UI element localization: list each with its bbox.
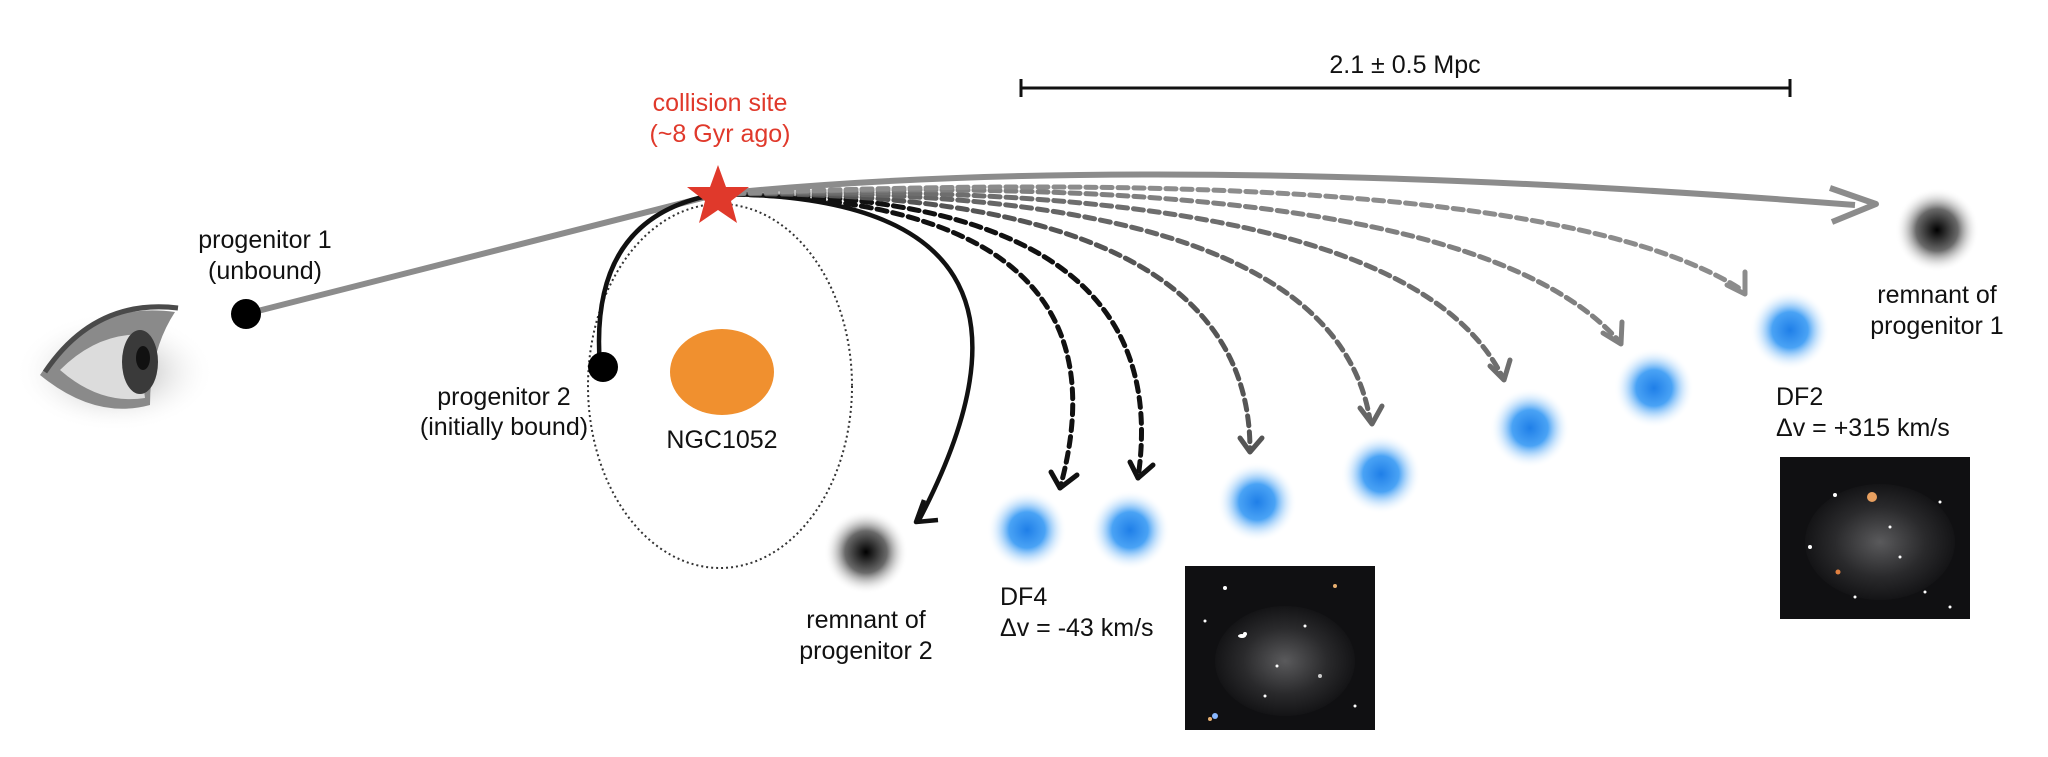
df4-velocity: Δv = -43 km/s <box>1000 614 1154 642</box>
host-galaxy-label: NGC1052 <box>666 426 778 454</box>
progenitor2-arrowhead <box>913 499 939 525</box>
progenitor1-arrowhead <box>1829 185 1879 225</box>
dwarf-df4 <box>987 490 1067 570</box>
trajectory-df4 <box>715 191 1076 491</box>
dwarf-6 <box>1614 348 1694 428</box>
df4-name: DF4 <box>1000 583 1048 611</box>
host-galaxy-ngc1052 <box>670 329 774 415</box>
trajectory-df2 <box>715 184 1745 293</box>
dwarf-5 <box>1490 388 1570 468</box>
collision-site-label: collision site <box>652 89 788 117</box>
dwarf-galaxies <box>987 290 1830 570</box>
scale-bar <box>1019 79 1792 97</box>
trajectory-5-arrowhead <box>1487 357 1513 383</box>
trajectory-4 <box>715 190 1373 423</box>
trajectory-2 <box>715 191 1144 481</box>
progenitor1-label: progenitor 1 <box>198 226 332 254</box>
trajectory-3 <box>715 191 1253 453</box>
dwarf-4 <box>1341 434 1421 514</box>
progenitor2-dot <box>588 352 618 382</box>
remnant1-label-line2: progenitor 1 <box>1870 312 2004 340</box>
eye-icon <box>15 304 215 432</box>
trajectory-3-arrowhead <box>1237 435 1265 455</box>
dwarf-df2 <box>1750 290 1830 370</box>
df2-image <box>1780 457 1970 619</box>
dwarf-3 <box>1217 462 1297 542</box>
progenitor1-track <box>245 171 1856 317</box>
trajectory-6-arrowhead <box>1600 319 1625 347</box>
remnant-progenitor1 <box>1895 188 1979 272</box>
progenitor1-status: (unbound) <box>208 257 322 285</box>
collision-star-icon <box>687 165 749 223</box>
remnant2-label-line1: remnant of <box>806 606 926 634</box>
collision-time-label: (~8 Gyr ago) <box>649 120 791 148</box>
trajectory-5 <box>715 189 1505 379</box>
remnant-progenitor2 <box>824 510 908 594</box>
scale-bar-label: 2.1 ± 0.5 Mpc <box>1329 51 1481 79</box>
bound-orbit-ellipse <box>587 203 853 569</box>
progenitor2-status: (initially bound) <box>419 413 589 441</box>
df2-name: DF2 <box>1776 383 1824 411</box>
trajectory-df2-arrowhead <box>1724 269 1748 297</box>
progenitor2-return-path <box>717 191 975 524</box>
trajectory-df4-arrowhead <box>1048 469 1080 491</box>
dwarf-2 <box>1090 490 1170 570</box>
progenitor2-path <box>596 191 719 367</box>
progenitor1-dot <box>231 299 261 329</box>
progenitor2-label: progenitor 2 <box>437 383 571 411</box>
trajectory-4-arrowhead <box>1357 403 1385 427</box>
dwarf-trajectories <box>715 184 1748 491</box>
df4-image <box>1185 566 1375 730</box>
remnant2-label-line2: progenitor 2 <box>799 637 933 665</box>
trajectory-2-arrowhead <box>1127 459 1156 481</box>
df2-velocity: Δv = +315 km/s <box>1776 414 1950 442</box>
remnant1-label-line1: remnant of <box>1877 281 1997 309</box>
